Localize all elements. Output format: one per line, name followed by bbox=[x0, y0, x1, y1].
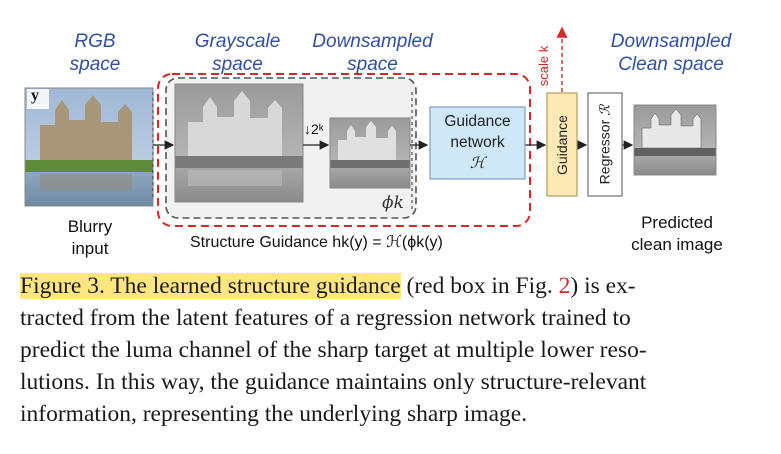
blurry-rgb-image bbox=[24, 87, 154, 207]
caption-line-1: Figure 3. The learned structure guidance… bbox=[20, 270, 765, 302]
caption-line-4: lutions. In this way, the guidance maint… bbox=[20, 369, 647, 395]
regressor-block-text: Regressor ℛ bbox=[597, 105, 614, 185]
downsampled-label-line1: Downsampled bbox=[312, 31, 433, 52]
predicted-clean-label: Predicted clean image bbox=[612, 212, 742, 256]
downsample-factor-label: ↓2ᵏ bbox=[304, 121, 324, 137]
guidance-block-text: Guidance bbox=[554, 114, 570, 175]
guidance-network-symbol: ℋ bbox=[469, 154, 486, 172]
rgb-label-line2: space bbox=[69, 54, 121, 75]
blurry-input-label: Blurry input bbox=[45, 216, 135, 260]
caption-line-3: predict the luma channel of the sharp ta… bbox=[20, 337, 647, 363]
blurry-label-line2: input bbox=[71, 239, 109, 258]
predicted-label-line1: Predicted bbox=[641, 213, 713, 232]
rgb-space-label: RGB space bbox=[55, 30, 135, 76]
predicted-clean-image bbox=[633, 104, 717, 176]
guidance-block bbox=[546, 92, 578, 197]
clean-label-line2: Clean space bbox=[618, 54, 724, 75]
guidance-network-node bbox=[429, 106, 526, 180]
y-tag: y bbox=[31, 87, 39, 104]
caption-line-2: tracted from the latent features of a re… bbox=[20, 305, 631, 331]
regressor-word: Regressor bbox=[596, 119, 613, 185]
clean-label-line1: Downsampled bbox=[610, 31, 732, 52]
downsampled-space-label: Downsampled space bbox=[300, 30, 445, 76]
guidance-network-line2: network bbox=[450, 134, 505, 151]
caption-line-5: information, representing the underlying… bbox=[20, 401, 528, 427]
figure-caption: Figure 3. The learned structure guidance… bbox=[20, 270, 765, 430]
structure-guidance-diagram bbox=[24, 26, 717, 227]
regressor-block-label: Regressor ℛ bbox=[588, 93, 622, 196]
caption-before-ref: (red box in Fig. bbox=[400, 273, 559, 299]
scale-k-text: scale k bbox=[536, 45, 551, 87]
grayscale-label-line2: space bbox=[212, 54, 263, 75]
regressor-block bbox=[587, 92, 623, 197]
regressor-symbol: ℛ bbox=[597, 104, 614, 116]
downsampled-image bbox=[329, 117, 411, 189]
grayscale-space-label: Grayscale space bbox=[180, 30, 295, 76]
grayscale-image bbox=[174, 83, 304, 203]
figure-reference-link[interactable]: 2 bbox=[558, 273, 571, 299]
structure-guidance-formula: Structure Guidance hk(y) = ℋ(ϕk(y) bbox=[190, 234, 443, 251]
structure-guidance-box bbox=[157, 73, 531, 227]
caption-line1-end: ) is ex- bbox=[570, 273, 636, 299]
scale-k-label: scale k bbox=[532, 40, 556, 92]
rgb-label-line1: RGB bbox=[74, 31, 116, 52]
figure-label: Figure 3. The learned structure guidance bbox=[20, 273, 401, 299]
guidance-network-line1: Guidance bbox=[444, 113, 511, 130]
grayscale-label-line1: Grayscale bbox=[194, 31, 281, 52]
guidance-block-label: Guidance bbox=[547, 93, 577, 196]
predicted-label-line2: clean image bbox=[631, 235, 723, 254]
y-tag-box bbox=[27, 89, 49, 109]
phi-k-label: ϕk bbox=[382, 193, 404, 213]
downsampled-clean-space-label: Downsampled Clean space bbox=[596, 30, 746, 76]
guidance-network-label: Guidance network ℋ bbox=[430, 111, 525, 174]
blurry-label-line1: Blurry bbox=[67, 217, 113, 236]
downsampled-label-line2: space bbox=[347, 54, 398, 75]
